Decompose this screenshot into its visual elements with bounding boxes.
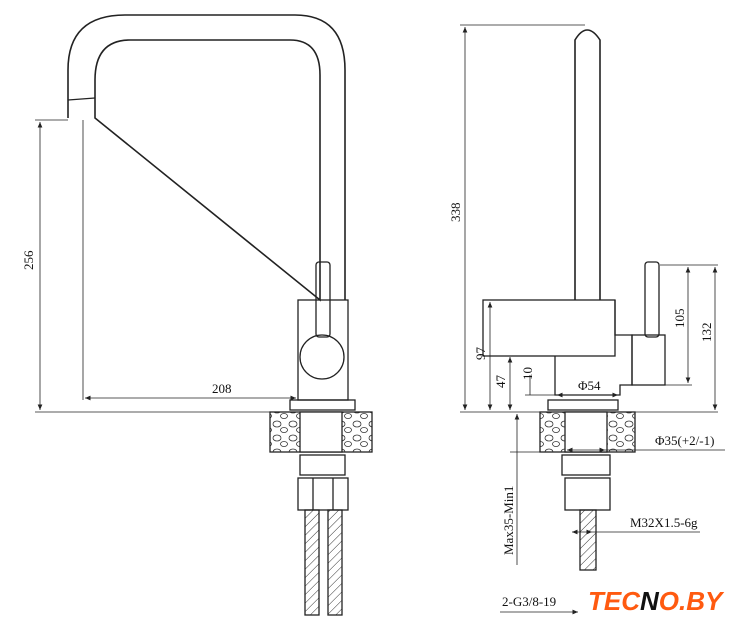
- dim-reach-208: 208: [212, 381, 232, 396]
- dim-hole-diameter: Φ35(+2/-1): [655, 433, 714, 448]
- dim-total-height: 338: [448, 203, 463, 223]
- faucet-body: [297, 299, 349, 401]
- dim-height-256: 256: [21, 250, 36, 270]
- dim-base-diameter: Φ54: [578, 378, 601, 393]
- front-view: [35, 14, 373, 616]
- side-view: [460, 24, 725, 615]
- tecno-logo: TECNO.BY: [588, 586, 725, 616]
- spout-side: [574, 29, 601, 300]
- hose: [327, 509, 343, 616]
- dim-handle-height: 105: [672, 309, 687, 329]
- hose: [304, 509, 320, 616]
- handle-lever-side: [644, 261, 660, 338]
- dim-thread: M32X1.5-6g: [630, 515, 698, 530]
- svg-text:TECNO.BY: TECNO.BY: [588, 586, 725, 616]
- spout: [67, 14, 346, 302]
- dim-hose-connection: 2-G3/8-19: [502, 594, 556, 609]
- dim-offset: 10: [520, 367, 535, 380]
- faucet-body-side: [482, 299, 616, 357]
- dim-counter-thickness: Max35-Min1: [501, 486, 516, 555]
- handle-lever: [315, 261, 331, 338]
- dim-body-height: 97: [473, 347, 488, 361]
- dim-handle-total: 132: [699, 323, 714, 343]
- dim-base-height: 47: [493, 375, 508, 389]
- handle-knob: [299, 334, 345, 380]
